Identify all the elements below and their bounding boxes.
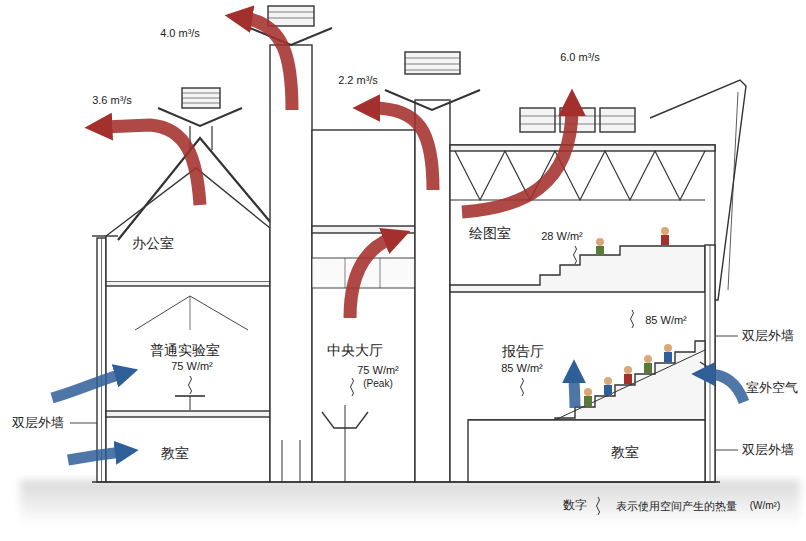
- ground: [20, 480, 800, 525]
- room-region: 报告厅 85 W/m² 85 W/m²: [455, 293, 705, 418]
- room-name: 教室: [611, 444, 639, 460]
- leader-line: [70, 336, 738, 450]
- room-region: 教室: [468, 422, 705, 480]
- room-name: 绘图室: [469, 225, 511, 241]
- heat-value: 85 W/m²: [501, 362, 543, 375]
- room-name: 办公室: [132, 235, 174, 251]
- room-name: 教室: [161, 445, 189, 461]
- room-region: 中央大厅 75 W/m²(Peak): [312, 235, 412, 480]
- room-region: 绘图室 28 W/m²: [452, 202, 705, 280]
- double-wall: [97, 238, 106, 482]
- wall-label: 双层外墙: [742, 443, 794, 458]
- heat-value: (Peak): [363, 378, 392, 390]
- legend-note: 数字: [563, 499, 587, 513]
- room-name: 中央大厅: [327, 342, 383, 358]
- heat-value: 85 W/m²: [645, 314, 687, 327]
- flow-rate: 2.2 m³/s: [338, 74, 378, 87]
- heat-value: 28 W/m²: [541, 230, 583, 243]
- flow-rate: 4.0 m³/s: [160, 27, 200, 40]
- flow-rate: 6.0 m³/s: [560, 51, 600, 64]
- legend-note: 表示使用空间产生的热量: [616, 500, 737, 513]
- legend-note: (W/m²): [750, 500, 781, 512]
- room-region: 办公室: [115, 200, 265, 285]
- wall-label: 室外空气: [746, 381, 798, 396]
- room-name: 报告厅: [502, 343, 544, 359]
- exhaust-arrow: [104, 18, 572, 318]
- flow-rate: 3.6 m³/s: [92, 94, 132, 107]
- room-region: 普通实验室 75 W/m²: [108, 290, 270, 410]
- heat-value: 75 W/m²: [357, 364, 399, 377]
- wall-label: 双层外墙: [12, 416, 64, 431]
- heat-symbol: [189, 246, 634, 515]
- room-name: 普通实验室: [150, 342, 220, 358]
- room-region: 教室: [108, 418, 270, 480]
- structure: [92, 6, 746, 482]
- heat-value: 75 W/m²: [171, 360, 213, 373]
- wall-label: 双层外墙: [742, 329, 794, 344]
- fresh-air-arrow: [52, 374, 744, 460]
